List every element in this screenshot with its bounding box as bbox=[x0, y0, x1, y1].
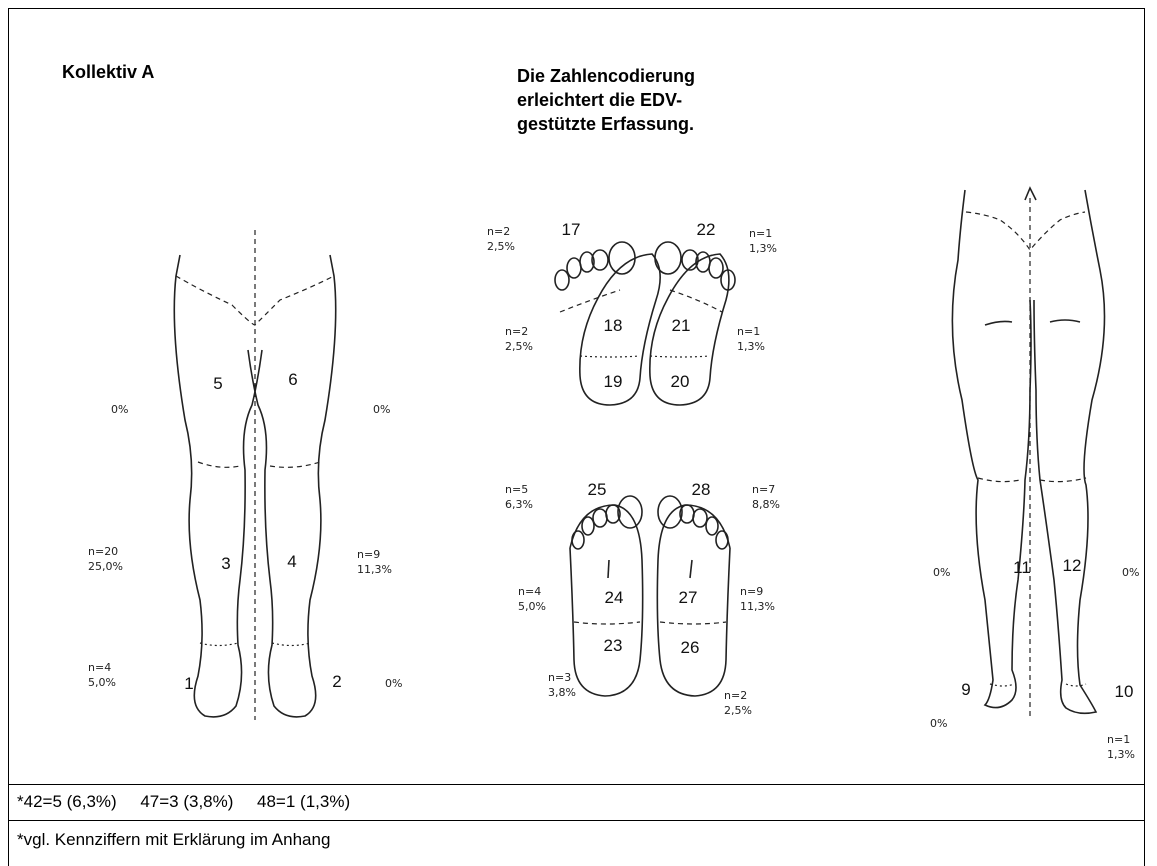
stat-dorsum-toes-left: n=5 6,3% bbox=[505, 482, 533, 512]
front-legs-outline bbox=[174, 230, 335, 720]
stat-dorsum-mid-right: n=9 11,3% bbox=[740, 584, 775, 614]
stat-dorsum-heel-left: n=3 3,8% bbox=[548, 670, 576, 700]
region-number-5: 5 bbox=[213, 374, 222, 394]
stat-front-foot-left: n=4 5,0% bbox=[88, 660, 116, 690]
stat-dorsum-heel-right: n=2 2,5% bbox=[724, 688, 752, 718]
stat-count: n=5 bbox=[505, 482, 533, 497]
stat-back-heel-left: 0% bbox=[930, 716, 947, 731]
headline-line-3: gestützte Erfassung. bbox=[517, 112, 695, 136]
stat-count: n=2 bbox=[487, 224, 515, 239]
region-number-18: 18 bbox=[604, 316, 623, 336]
stat-count: n=3 bbox=[548, 670, 576, 685]
stat-sole-mid-left: n=2 2,5% bbox=[505, 324, 533, 354]
stat-back-calf-right: 0% bbox=[1122, 565, 1139, 580]
soles-outline bbox=[555, 242, 735, 405]
region-number-17: 17 bbox=[562, 220, 581, 240]
region-number-27: 27 bbox=[679, 588, 698, 608]
footnote-reference: *vgl. Kennziffern mit Erklärung im Anhan… bbox=[17, 830, 330, 850]
stat-percent: 2,5% bbox=[724, 703, 752, 718]
stat-back-calf-left: 0% bbox=[933, 565, 950, 580]
region-number-10: 10 bbox=[1115, 682, 1134, 702]
region-number-28: 28 bbox=[692, 480, 711, 500]
stat-count: n=4 bbox=[88, 660, 116, 675]
stat-percent: 5,0% bbox=[518, 599, 546, 614]
stat-front-shin-right: n=9 11,3% bbox=[357, 547, 392, 577]
stat-count: n=1 bbox=[737, 324, 765, 339]
stat-back-heel-right: n=1 1,3% bbox=[1107, 732, 1135, 762]
region-number-24: 24 bbox=[605, 588, 624, 608]
stat-count: n=20 bbox=[88, 544, 123, 559]
stat-percent: 11,3% bbox=[740, 599, 775, 614]
region-number-26: 26 bbox=[681, 638, 700, 658]
stat-count: n=4 bbox=[518, 584, 546, 599]
stat-percent: 3,8% bbox=[548, 685, 576, 700]
stat-sole-toes-left: n=2 2,5% bbox=[487, 224, 515, 254]
footnotes: *42=5 (6,3%) 47=3 (3,8%) 48=1 (1,3%) *vg… bbox=[8, 784, 1145, 866]
region-number-1: 1 bbox=[184, 674, 193, 694]
stat-front-foot-right: 0% bbox=[385, 676, 402, 691]
stat-sole-toes-right: n=1 1,3% bbox=[749, 226, 777, 256]
back-legs-outline bbox=[952, 188, 1104, 720]
collective-title: Kollektiv A bbox=[62, 62, 154, 83]
stat-count: n=9 bbox=[357, 547, 392, 562]
region-number-21: 21 bbox=[672, 316, 691, 336]
footnote-divider bbox=[9, 820, 1144, 821]
coding-headline: Die Zahlencodierung erleichtert die EDV-… bbox=[517, 64, 695, 136]
footnote-codes: *42=5 (6,3%) 47=3 (3,8%) 48=1 (1,3%) bbox=[17, 792, 350, 812]
stat-front-thigh-right: 0% bbox=[373, 402, 390, 417]
stat-percent: 1,3% bbox=[737, 339, 765, 354]
region-number-22: 22 bbox=[697, 220, 716, 240]
stat-sole-mid-right: n=1 1,3% bbox=[737, 324, 765, 354]
region-number-2: 2 bbox=[332, 672, 341, 692]
region-number-19: 19 bbox=[604, 372, 623, 392]
region-number-12: 12 bbox=[1063, 556, 1082, 576]
stat-count: n=7 bbox=[752, 482, 780, 497]
stat-percent: 11,3% bbox=[357, 562, 392, 577]
stat-percent: 1,3% bbox=[749, 241, 777, 256]
stat-count: n=1 bbox=[1107, 732, 1135, 747]
region-number-25: 25 bbox=[588, 480, 607, 500]
stat-count: n=2 bbox=[505, 324, 533, 339]
region-number-11: 11 bbox=[1013, 558, 1031, 578]
stat-percent: 6,3% bbox=[505, 497, 533, 512]
stat-percent: 8,8% bbox=[752, 497, 780, 512]
stat-count: n=9 bbox=[740, 584, 775, 599]
dorsum-outline bbox=[570, 496, 730, 696]
stat-percent: 25,0% bbox=[88, 559, 123, 574]
stat-percent: 5,0% bbox=[88, 675, 116, 690]
region-number-23: 23 bbox=[604, 636, 623, 656]
headline-line-2: erleichtert die EDV- bbox=[517, 88, 695, 112]
region-number-20: 20 bbox=[671, 372, 690, 392]
region-number-9: 9 bbox=[961, 680, 970, 700]
headline-line-1: Die Zahlencodierung bbox=[517, 64, 695, 88]
region-number-4: 4 bbox=[287, 552, 296, 572]
stat-front-thigh-left: 0% bbox=[111, 402, 128, 417]
stat-percent: 2,5% bbox=[505, 339, 533, 354]
stat-dorsum-toes-right: n=7 8,8% bbox=[752, 482, 780, 512]
region-number-6: 6 bbox=[288, 370, 297, 390]
stat-front-shin-left: n=20 25,0% bbox=[88, 544, 123, 574]
stat-count: n=2 bbox=[724, 688, 752, 703]
stat-count: n=1 bbox=[749, 226, 777, 241]
stat-percent: 1,3% bbox=[1107, 747, 1135, 762]
stat-dorsum-mid-left: n=4 5,0% bbox=[518, 584, 546, 614]
region-number-3: 3 bbox=[221, 554, 230, 574]
stat-percent: 2,5% bbox=[487, 239, 515, 254]
